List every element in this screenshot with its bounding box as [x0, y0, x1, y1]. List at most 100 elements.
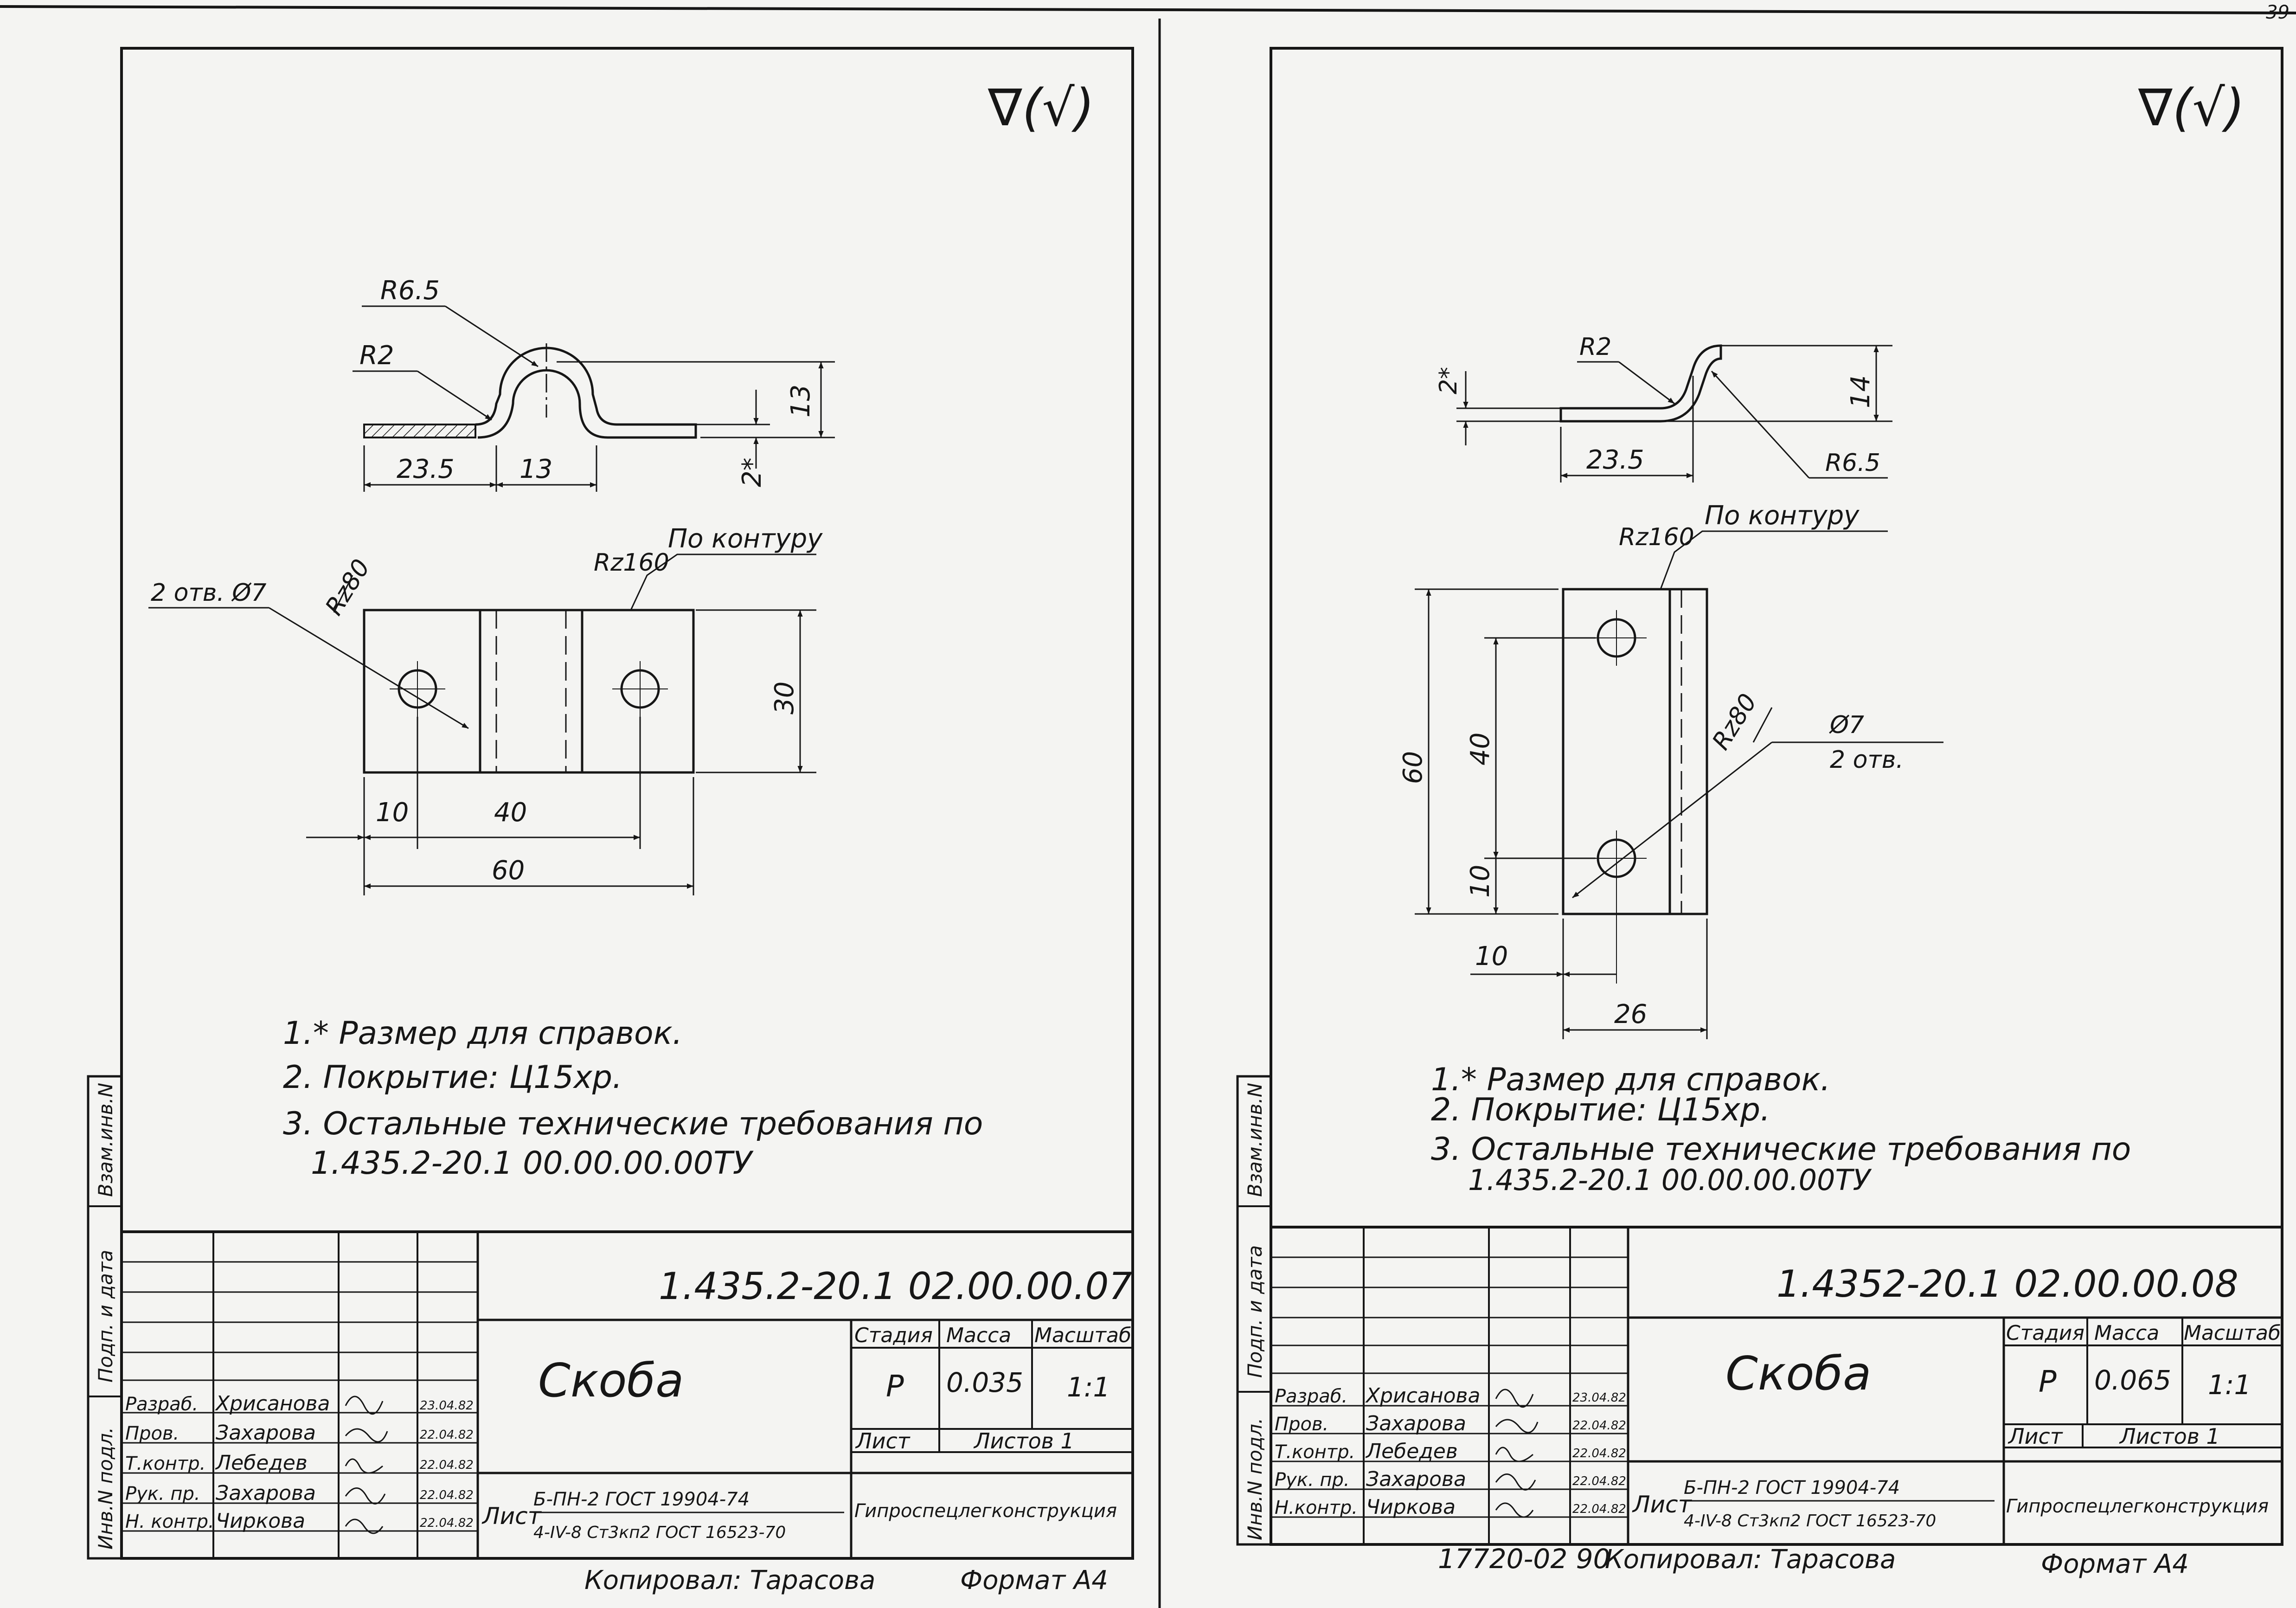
dim-23-5: 23.5	[397, 454, 455, 484]
role-project-lead: Рук. пр.	[125, 1483, 200, 1505]
person-checker: Захарова	[1366, 1412, 1466, 1435]
role-developer: Разраб.	[125, 1394, 198, 1415]
note-3-ref: 1.435.2-20.1 00.00.00.00ТУ	[1468, 1163, 1872, 1197]
dim-13-width: 13	[519, 454, 552, 484]
role-norm-control: Н. контр.	[125, 1511, 214, 1532]
technical-notes: 1.* Размер для справок. 2. Покрытие: Ц15…	[1431, 1061, 2131, 1197]
dim-10-horizontal: 10	[1475, 941, 1508, 971]
role-checker: Пров.	[125, 1423, 179, 1444]
organization: Гипроспецлегконструкция	[2006, 1496, 2269, 1517]
sheet-label: Лист	[2007, 1424, 2063, 1449]
date-checker: 22.04.82	[420, 1428, 474, 1442]
person-developer: Хрисанова	[1365, 1384, 1480, 1408]
roughness-rz80: Rz80	[1707, 689, 1763, 755]
person-checker: Захарова	[216, 1421, 316, 1445]
person-tech-control: Лебедев	[215, 1451, 308, 1475]
col-scale: Масштаб	[2184, 1321, 2281, 1345]
scale-value: 1:1	[2208, 1369, 2251, 1401]
dim-13-height: 13	[786, 385, 816, 418]
stage-value: Р	[2039, 1365, 2057, 1399]
date-norm-control: 22.04.82	[1572, 1502, 1626, 1516]
paper-format: Формат А4	[2041, 1549, 2189, 1579]
note-3: 3. Остальные технические требования по	[1431, 1131, 2131, 1168]
plan-view: Rz160 По контуру Rz80 Ø7 2 отв. 60 40 10	[1398, 501, 1943, 1039]
role-project-lead: Рук. пр.	[1275, 1469, 1350, 1491]
role-norm-control: Н.контр.	[1275, 1497, 1358, 1518]
sheets-count: Листов 1	[973, 1428, 1074, 1454]
copied-by: Копировал: Тарасова	[1605, 1544, 1896, 1575]
date-developer: 23.04.82	[420, 1399, 474, 1413]
sheet-label: Лист	[855, 1428, 911, 1454]
designation: 1.4352-20.1 02.00.00.08	[1777, 1262, 2238, 1306]
plan-view: 2 отв. Ø7 Rz80 Rz160 По контуру 30 10 40…	[148, 524, 823, 895]
date-checker: 22.04.82	[1572, 1419, 1626, 1433]
col-mass: Масса	[946, 1324, 1011, 1347]
organization: Гипроспецлегконструкция	[854, 1500, 1117, 1522]
dim-14: 14	[1846, 375, 1876, 408]
dim-26: 26	[1614, 999, 1647, 1029]
radius-r2: R2	[359, 341, 394, 371]
designation: 1.435.2-20.1 02.00.00.07	[659, 1265, 1132, 1308]
note-3-ref: 1.435.2-20.1 00.00.00.00ТУ	[311, 1145, 754, 1182]
title-block: 1.4352-20.1 02.00.00.08 Скоба Стадия Мас…	[1270, 1226, 2283, 1546]
person-tech-control: Лебедев	[1365, 1440, 1458, 1463]
sheet-frame	[1270, 47, 2283, 1546]
date-norm-control: 22.04.82	[420, 1516, 474, 1530]
dim-10-vertical: 10	[1465, 865, 1495, 898]
person-project-lead: Захарова	[216, 1481, 316, 1505]
dim-10: 10	[376, 798, 409, 828]
roughness-symbol: ∇(√)	[2138, 78, 2245, 137]
part-name: Скоба	[538, 1353, 684, 1408]
side-label-sign-date: Подп. и дата	[94, 1250, 117, 1383]
note-1: 1.* Размер для справок.	[283, 1015, 682, 1052]
role-tech-control: Т.контр.	[125, 1453, 205, 1474]
dim-2-ref: 2*	[737, 457, 767, 487]
scale-value: 1:1	[1067, 1371, 1110, 1403]
col-stage: Стадия	[854, 1324, 933, 1347]
material-top: Б-ПН-2 ГОСТ 19904-74	[1684, 1477, 1900, 1499]
signatures	[1495, 1389, 1539, 1518]
dim-2-ref: 2*	[1435, 367, 1462, 394]
part-name: Скоба	[1725, 1346, 1871, 1401]
technical-notes: 1.* Размер для справок. 2. Покрытие: Ц15…	[283, 1015, 983, 1182]
mass-value: 0.035	[946, 1367, 1023, 1398]
dim-40: 40	[494, 798, 527, 828]
roughness-rz160: Rz160	[1619, 523, 1694, 551]
paper-format: Формат А4	[960, 1565, 1108, 1595]
dim-60: 60	[1398, 751, 1428, 784]
date-developer: 23.04.82	[1572, 1391, 1626, 1405]
person-norm-control: Чиркова	[216, 1509, 305, 1533]
dim-60: 60	[492, 855, 525, 886]
col-stage: Стадия	[2006, 1321, 2084, 1345]
roughness-rz160: Rz160	[594, 549, 669, 577]
col-scale: Масштаб	[1034, 1324, 1131, 1347]
stage-value: Р	[886, 1370, 904, 1404]
list-word: Лист	[1632, 1491, 1693, 1518]
radius-r6-5: R6.5	[1825, 449, 1880, 477]
note-2: 2. Покрытие: Ц15хр.	[283, 1059, 622, 1096]
sheet-right: Взам.инв.N Подп. и дата Инв.N подл. ∇(√)…	[1236, 47, 2283, 1579]
note-3: 3. Остальные технические требования по	[283, 1106, 983, 1142]
side-view: 23.5 13 13 2* R6.5 R2	[353, 276, 835, 492]
person-norm-control: Чиркова	[1366, 1495, 1456, 1519]
mass-value: 0.065	[2094, 1364, 2171, 1396]
roughness-symbol: ∇(√)	[988, 78, 1095, 137]
title-block: 1.435.2-20.1 02.00.00.07 Скоба Стадия Ма…	[120, 1230, 1134, 1560]
side-view: 14 2* 23.5 R2 R6.5	[1435, 333, 1892, 482]
holes-count: 2 отв.	[1830, 746, 1904, 774]
material-bottom: 4-IV-8 Ст3кп2 ГОСТ 16523-70	[533, 1523, 786, 1542]
dim-23-5: 23.5	[1586, 445, 1644, 475]
contour-note: По контуру	[1705, 501, 1860, 531]
side-label-inv-orig: Инв.N подл.	[1244, 1418, 1266, 1540]
note-1: 1.* Размер для справок.	[1431, 1061, 1830, 1098]
dim-30: 30	[770, 682, 800, 714]
role-checker: Пров.	[1275, 1414, 1328, 1435]
role-tech-control: Т.контр.	[1275, 1441, 1355, 1463]
list-word: Лист	[481, 1503, 542, 1530]
role-developer: Разраб.	[1275, 1386, 1347, 1407]
col-mass: Масса	[2094, 1321, 2159, 1345]
material-top: Б-ПН-2 ГОСТ 19904-74	[533, 1489, 750, 1510]
archive-number: 17720-02 90	[1438, 1543, 1610, 1575]
holes-callout: 2 отв. Ø7	[151, 579, 266, 607]
